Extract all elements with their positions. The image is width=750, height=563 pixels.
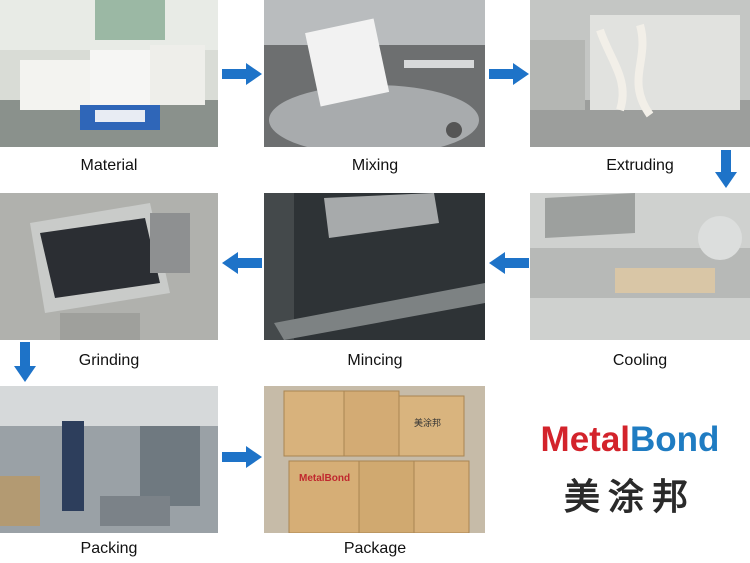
arrow-right-icon xyxy=(222,63,262,85)
arrow-down-icon xyxy=(715,150,737,188)
arrow-right-icon xyxy=(489,63,529,85)
package-photo: MetalBond 美涂邦 xyxy=(264,386,485,533)
step-label-cooling: Cooling xyxy=(612,352,668,369)
arrow-left-icon xyxy=(489,252,529,274)
metalbond-logo: MetalBond 美涂邦 xyxy=(527,420,733,520)
step-label-package: Package xyxy=(343,540,407,557)
step-label-mixing: Mixing xyxy=(351,157,399,174)
cooling-photo xyxy=(530,193,750,340)
logo-text-bond: Bond xyxy=(630,420,720,459)
material-photo xyxy=(0,0,218,147)
arrow-down-icon xyxy=(14,342,36,382)
logo-text-metal: Metal xyxy=(540,420,631,459)
logo-chinese-text: 美涂邦 xyxy=(563,477,696,518)
step-label-grinding: Grinding xyxy=(78,352,140,369)
arrow-left-icon xyxy=(222,252,262,274)
step-label-packing: Packing xyxy=(80,540,138,557)
extruding-photo xyxy=(530,0,750,147)
step-label-mincing: Mincing xyxy=(347,352,403,369)
box-brand-text: MetalBond xyxy=(299,473,350,484)
step-label-material: Material xyxy=(80,157,138,174)
mixing-photo xyxy=(264,0,485,147)
logo-text: MetalBond xyxy=(527,420,733,460)
step-label-extruding: Extruding xyxy=(606,157,674,174)
mincing-photo xyxy=(264,193,485,340)
arrow-right-icon xyxy=(222,446,262,468)
grinding-photo xyxy=(0,193,218,340)
box-brand-cn-text: 美涂邦 xyxy=(414,417,441,429)
packing-photo xyxy=(0,386,218,533)
